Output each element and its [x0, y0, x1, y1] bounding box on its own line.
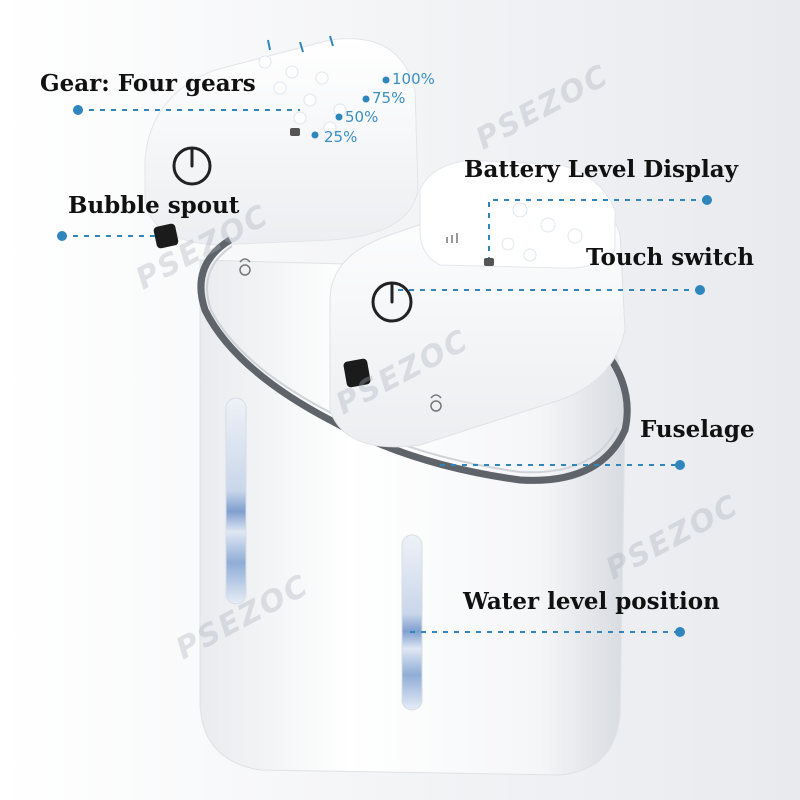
gear-level-50: 50%	[345, 108, 379, 126]
gear-level-100: 100%	[392, 70, 435, 88]
label-battery-level-display: Battery Level Display	[464, 156, 738, 183]
callout-dots	[57, 105, 712, 637]
water-window-left	[225, 397, 247, 605]
chrome-rim	[197, 237, 631, 484]
gear-indicator-dots	[258, 55, 347, 135]
hand-sensor-icon	[239, 258, 442, 412]
label-water-level-position: Water level position	[463, 588, 720, 615]
label-fuselage: Fuselage	[640, 416, 755, 443]
rear-bubble-spout	[153, 223, 179, 249]
battery-level-dots	[501, 202, 583, 262]
rear-power-icon	[172, 146, 212, 186]
water-window-right	[401, 534, 423, 711]
power-icon	[371, 281, 413, 323]
gear-level-25: 25%	[324, 128, 358, 146]
front-bubble-spout	[343, 358, 371, 388]
label-gear: Gear: Four gears	[40, 70, 256, 97]
label-touch-switch: Touch switch	[586, 244, 755, 271]
gear-level-markers	[311, 76, 390, 139]
gear-level-75: 75%	[372, 89, 406, 107]
battery-icon	[446, 233, 458, 243]
rear-cap	[144, 38, 419, 246]
callout-lines	[62, 109, 707, 633]
label-bubble-spout: Bubble spout	[68, 192, 240, 219]
